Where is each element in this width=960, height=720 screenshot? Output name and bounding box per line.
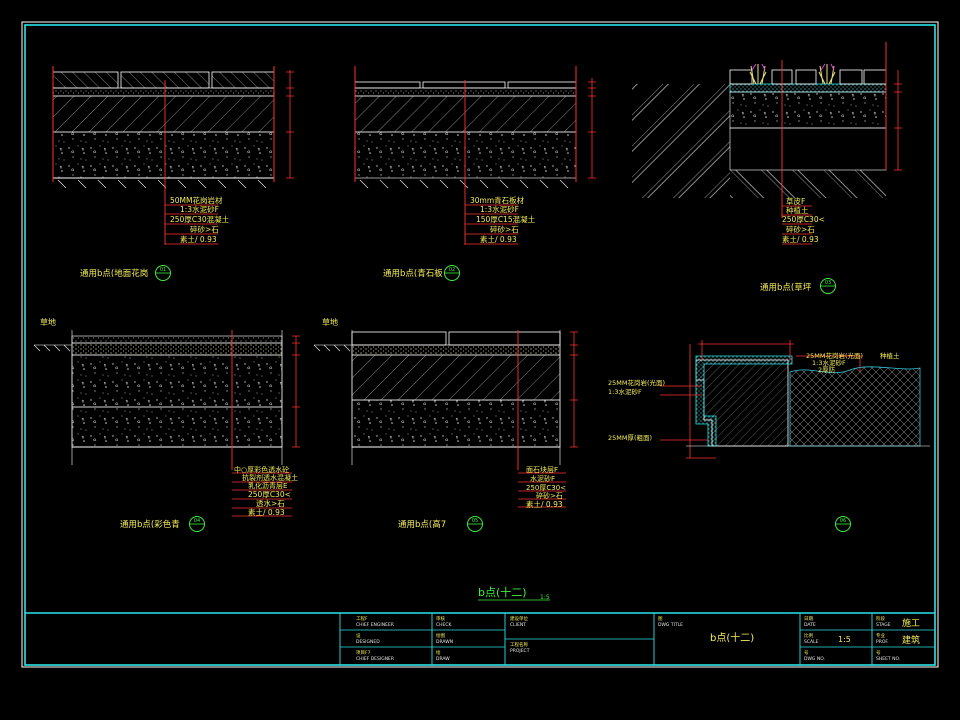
detail-5-section	[313, 330, 578, 470]
detail-1-mark: 01	[160, 267, 166, 273]
layer-notes: 50MM花岗岩材 1:3水泥砂F 250厚C30混凝土 碎砂>石 素土/ 0.9…	[40, 195, 900, 517]
tb-dwg-title-en: DWG TITLE	[658, 622, 683, 628]
tb-drawn-cn: 绘图	[436, 632, 445, 639]
d2-layer-3: 150厚C15混凝土	[476, 214, 536, 224]
d3-layer-5: 素土/ 0.93	[782, 234, 819, 244]
detail-2-caption: 通用b点(青石板	[383, 268, 443, 279]
tb-prof-cn: 专业	[876, 632, 885, 639]
d1-layer-4: 碎砂>石	[190, 224, 219, 234]
detail-6-mark: 06	[840, 518, 846, 524]
tb-draw-cn: 绘	[436, 649, 441, 656]
detail-5-mark: 05	[472, 518, 478, 524]
tb-project-en: PROJECT	[510, 648, 530, 654]
d2-layer-5: 素土/ 0.93	[480, 234, 517, 244]
tb-draw-en: DRAW	[436, 656, 450, 662]
d6-layer-1: 25MM花岗岩(光面)	[806, 351, 863, 360]
d3-layer-4: 碎砂>石	[786, 224, 815, 234]
d5-layer-2: 水泥砂F	[530, 474, 555, 483]
grass-tuft-icon	[749, 63, 836, 85]
detail-captions: 通用b点(地面花岗 01 通用b点(青石板 02 通用b点(草坪 03 通用b点…	[80, 265, 851, 532]
tb-designed-en: DESIGNED	[356, 639, 380, 645]
tb-stage-cn: 阶段	[876, 615, 885, 622]
detail-3-caption: 通用b点(草坪	[760, 282, 812, 293]
tb-check-en: CHECK	[436, 622, 453, 628]
d6-layer-2: 1:3水泥砂F	[812, 358, 846, 367]
tb-dwg-no-cn: 号	[804, 650, 809, 656]
d3-layer-2: 种植土	[786, 205, 809, 215]
inner-frame	[24, 24, 936, 666]
soil-label: 种植土	[880, 351, 900, 360]
tb-date-cn: 日期	[804, 616, 813, 622]
leader-lines	[165, 204, 812, 517]
tb-sheet-en: SHEET NO.	[876, 656, 900, 662]
detail-5-caption: 通用b点(高7	[398, 519, 446, 530]
detail-3-mark: 03	[825, 280, 831, 286]
grass-label-left: 草地	[40, 317, 56, 327]
tb-scale-en: SCALE	[804, 639, 819, 645]
d4-layer-1: 中○厚彩色透水砼	[234, 465, 289, 474]
tb-scale-cn: 比例	[804, 632, 813, 639]
tb-stage-en: STAGE	[876, 622, 891, 628]
tb-project-chief-en: CHIEF DESIGNER	[356, 656, 394, 662]
tb-project-chief-cn: 项目F7	[356, 650, 371, 656]
tb-drawn-en: DRAWN	[436, 639, 453, 645]
d3-layer-1: 草皮F	[786, 196, 805, 206]
detail-2-mark: 02	[449, 267, 455, 273]
d1-layer-1: 50MM花岗岩材	[170, 195, 223, 205]
d5-layer-4: 碎砂>石	[536, 491, 563, 500]
d4-layer-6: 素土/ 0.93	[248, 507, 285, 517]
d2-layer-4: 碎砂>石	[490, 224, 519, 234]
d2-layer-2: 1:3水泥砂F	[480, 204, 519, 214]
grass-label-mid: 草地	[322, 317, 338, 327]
detail-1-section	[52, 66, 294, 245]
d1-layer-5: 素土/ 0.93	[180, 234, 217, 244]
title-block	[25, 612, 935, 665]
d5-layer-3: 250厚C30<	[526, 484, 566, 492]
tb-project-cn: 工程名称	[510, 641, 528, 648]
d4-layer-2: 抗裂剂透水混凝土	[242, 473, 298, 482]
detail-4-section	[33, 330, 300, 470]
outer-frame	[21, 21, 939, 668]
tb-designed-cn: 设	[356, 632, 361, 639]
tb-dwg-title-value: b点(十二)	[710, 631, 754, 644]
drawing-title: b点(十二)	[478, 585, 527, 599]
detail-6-section	[660, 340, 930, 459]
d1-layer-3: 250厚C30混凝土	[170, 214, 230, 224]
tb-chief-engineer-cn: 工程F	[356, 615, 368, 622]
tb-chief-engineer-en: CHIEF ENGINEER	[356, 622, 394, 628]
d6-layer-5: 1:3水泥砂F	[608, 387, 642, 396]
tb-prof-value: 建筑	[902, 634, 920, 646]
tb-prof-en: PROF.	[876, 639, 889, 645]
d5-layer-5: 素土/ 0.93	[526, 499, 563, 509]
d4-layer-5: 透水>石	[256, 498, 285, 508]
tb-scale-value: 1:5	[838, 635, 851, 644]
detail-4-caption: 通用b点(彩色青	[120, 519, 180, 530]
tb-check-cn: 审核	[436, 615, 445, 622]
detail-1-caption: 通用b点(地面花岗	[80, 268, 148, 279]
d6-layer-3: 2厚防	[818, 365, 836, 374]
d5-layer-1: 面石块层F	[526, 465, 558, 474]
d4-layer-4: 250厚C30<	[248, 490, 291, 499]
tb-client-en: CLIENT	[510, 622, 526, 628]
tb-stage-value: 施工	[902, 617, 920, 629]
d6-layer-4: 25MM花岗岩(光面)	[608, 378, 665, 387]
d4-layer-3: 乳化沥青层E	[248, 481, 287, 490]
tb-client-cn: 建设单位	[510, 615, 528, 622]
detail-3-section	[632, 42, 902, 218]
tb-dwg-no-en: DWG NO.	[804, 656, 825, 662]
tb-sheet-cn: 号	[876, 650, 881, 656]
d3-layer-3: 250厚C30<	[782, 215, 825, 224]
tb-date-en: DATE	[804, 622, 816, 628]
title-block-labels: 工程F CHIEF ENGINEER 审核 CHECK 设 DESIGNED 绘…	[356, 615, 900, 662]
d2-layer-1: 30mm青石板材	[470, 195, 525, 205]
detail-2-section	[354, 66, 596, 245]
d1-layer-2: 1:3水泥砂F	[180, 204, 219, 214]
d6-layer-6: 25MM厚(粗面)	[608, 433, 652, 442]
detail-4-mark: 04	[194, 518, 200, 524]
drawing-scale-note: 1:5	[540, 594, 550, 601]
tb-dwg-title-cn: 图	[658, 616, 663, 622]
